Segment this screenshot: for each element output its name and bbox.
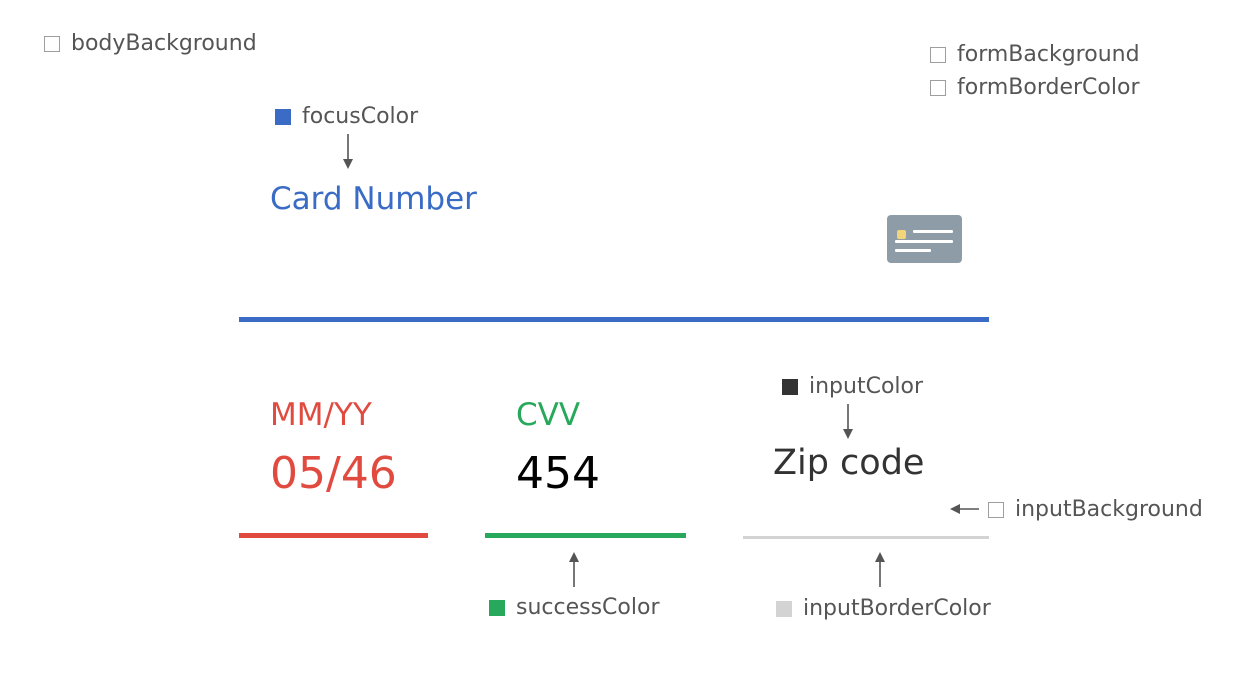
legend-input-color: inputColor	[782, 376, 923, 398]
input-background-arrow-left-icon	[950, 503, 980, 515]
legend-label: formBorderColor	[957, 75, 1140, 100]
card-stripe	[895, 240, 953, 243]
legend-label: inputBackground	[1015, 497, 1203, 522]
legend-input-background: inputBackground	[988, 499, 1203, 521]
input-color-swatch	[782, 379, 798, 395]
input-border-color-swatch	[776, 601, 792, 617]
legend-input-border-color: inputBorderColor	[776, 598, 991, 620]
legend-label: focusColor	[302, 104, 419, 129]
legend-label: inputBorderColor	[803, 596, 991, 621]
success-color-swatch	[489, 600, 505, 616]
zip-input[interactable]: Zip code	[773, 443, 925, 483]
legend-label: formBackground	[957, 42, 1140, 67]
focus-arrow-down-icon	[342, 134, 354, 170]
card-stripe	[913, 230, 953, 233]
card-number-underline	[239, 317, 989, 322]
expiry-label[interactable]: MM/YY	[270, 397, 372, 433]
cvv-underline	[485, 533, 686, 538]
form-background-swatch	[930, 47, 946, 63]
legend-label: inputColor	[809, 374, 924, 399]
input-border-arrow-up-icon	[874, 552, 886, 588]
legend-form-background: formBackground	[930, 44, 1140, 66]
zip-underline	[743, 536, 989, 539]
legend-label: successColor	[516, 595, 660, 620]
form-border-color-swatch	[930, 80, 946, 96]
legend-success-color: successColor	[489, 597, 660, 619]
legend-label: bodyBackground	[71, 31, 257, 56]
legend-body-background: bodyBackground	[44, 33, 257, 55]
card-number-label[interactable]: Card Number	[270, 181, 477, 217]
legend-form-border-color: formBorderColor	[930, 77, 1140, 99]
input-color-arrow-down-icon	[842, 404, 854, 440]
expiry-input[interactable]: 05/46	[270, 448, 397, 499]
cvv-input[interactable]: 454	[516, 448, 600, 499]
input-background-swatch	[988, 502, 1004, 518]
cvv-label[interactable]: CVV	[516, 397, 581, 433]
success-arrow-up-icon	[568, 552, 580, 588]
legend-focus-color: focusColor	[275, 106, 418, 128]
card-chip-icon	[897, 230, 906, 239]
focus-color-swatch	[275, 109, 291, 125]
card-stripe	[895, 249, 931, 252]
expiry-underline	[239, 533, 428, 538]
body-background-swatch	[44, 36, 60, 52]
credit-card-icon	[887, 215, 962, 263]
